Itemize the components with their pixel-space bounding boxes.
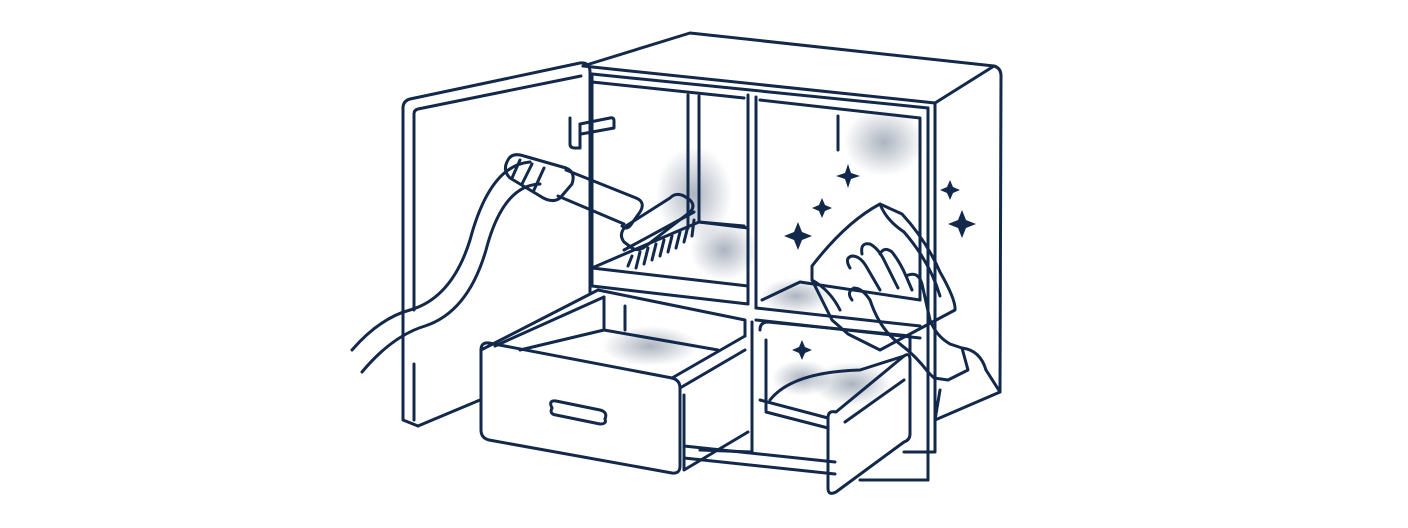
gloved-hand-icon [845, 242, 988, 382]
sparkle-icon [948, 210, 976, 238]
vacuum-hose-icon [350, 153, 644, 374]
sparkle-icon [784, 222, 812, 250]
sparkle-icon [792, 340, 812, 360]
drawer-icon [479, 288, 750, 475]
sparkle-icon [812, 198, 832, 218]
open-door-icon [401, 61, 616, 428]
sparkle-icon [836, 164, 860, 188]
dust-particles [602, 108, 924, 406]
sparkle-icon [940, 180, 960, 200]
